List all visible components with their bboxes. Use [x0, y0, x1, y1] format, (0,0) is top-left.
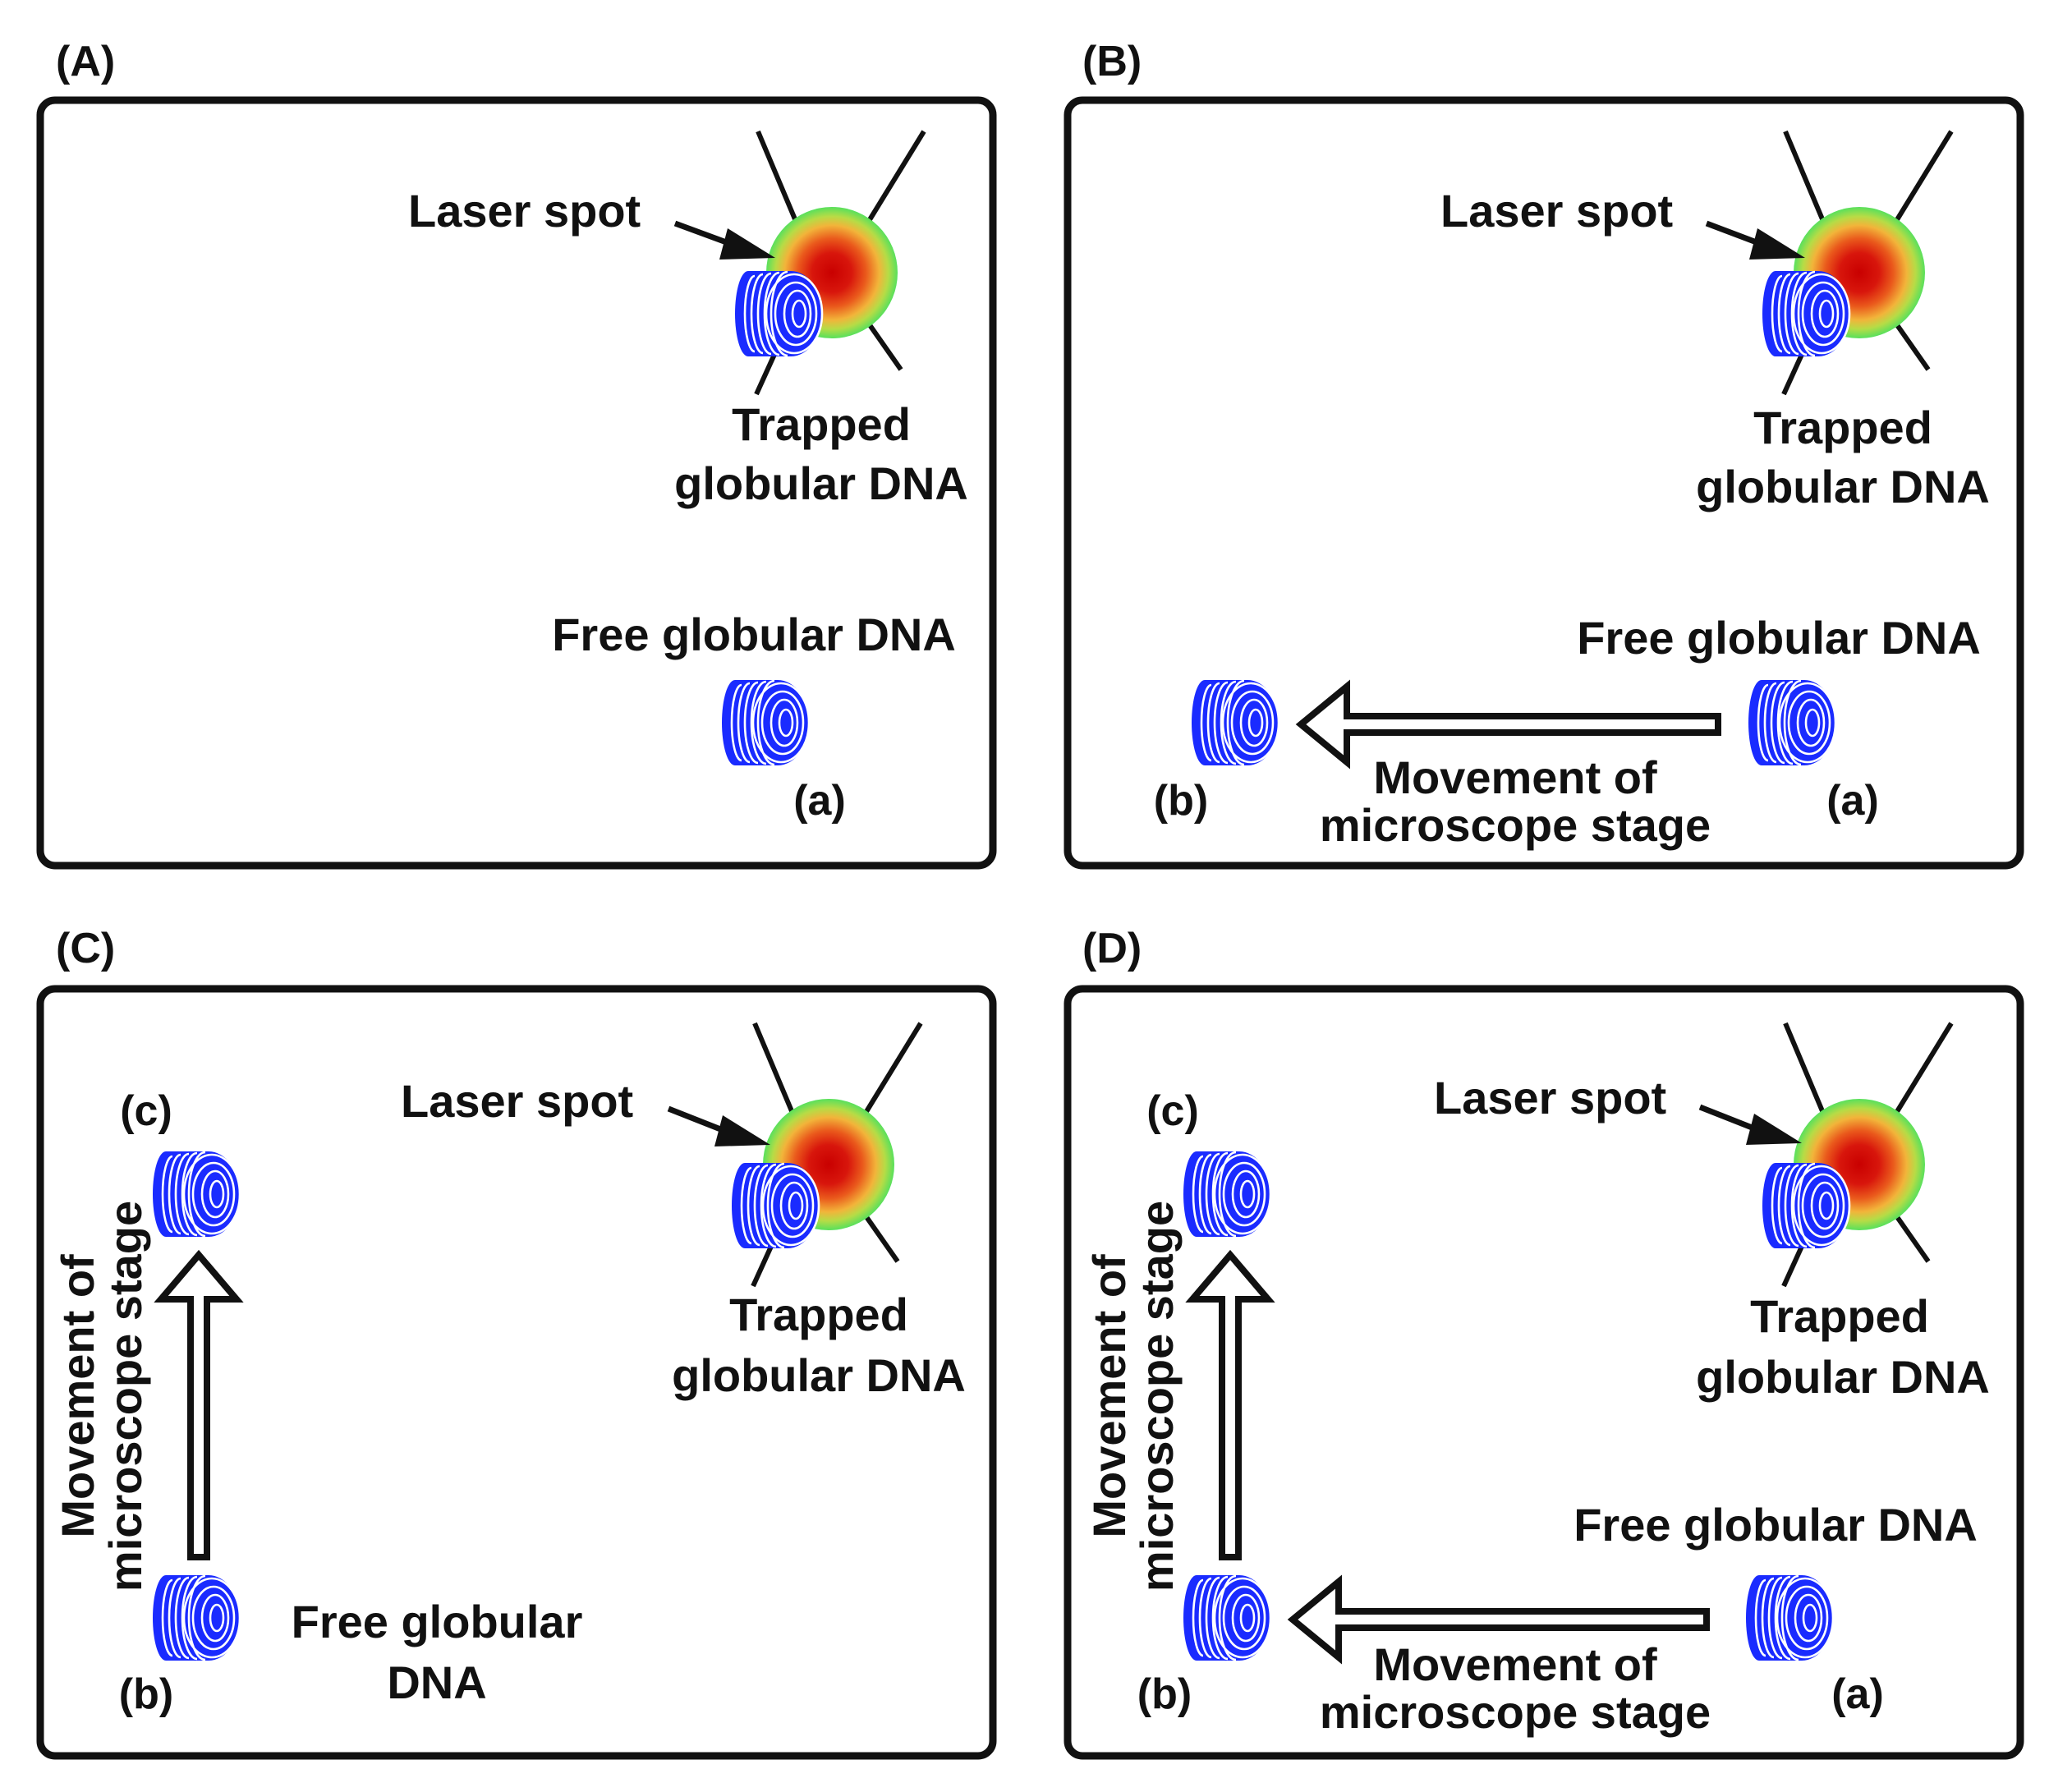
trapped-globular-dna-icon: [1762, 1023, 1951, 1286]
dna-at-position-b-icon: [1190, 678, 1280, 767]
free-dna-label-line2: DNA: [387, 1656, 486, 1708]
position-b-label: (b): [119, 1670, 173, 1718]
panel-a: (A) Laser spot Trapped globular DNA Free…: [36, 38, 997, 870]
stage-movement-arrow-icon: [1295, 679, 1721, 770]
laser-pointer-arrow: [1705, 220, 1805, 260]
position-b-label: (b): [1154, 777, 1208, 825]
trapped-label-line1: Trapped: [729, 1289, 908, 1340]
position-b-label: (b): [1137, 1670, 1192, 1718]
panel-b: (B) Laser spot Trapped globular DNA Free…: [1064, 38, 2024, 870]
panel-c: (C) Laser spot Trapped globular DNA (c) …: [36, 925, 997, 1760]
panel-border: [1064, 96, 2024, 870]
laser-spot-label: Laser spot: [1434, 1072, 1666, 1123]
position-a-label: (a): [1831, 1670, 1884, 1718]
dna-at-position-c-icon: [1182, 1150, 1272, 1238]
panel-border: [36, 985, 997, 1760]
panel-label: (A): [56, 38, 115, 85]
trapped-label-line2: globular DNA: [1696, 1351, 1990, 1403]
position-a-label: (a): [793, 777, 846, 825]
position-c-label: (c): [120, 1087, 172, 1135]
trapped-globular-dna-icon: [1762, 131, 1951, 394]
trapped-label-line1: Trapped: [732, 398, 911, 450]
free-dna-label: Free globular DNA: [1577, 612, 1981, 664]
dna-at-position-a-icon: [1747, 678, 1837, 767]
h-movement-label-line1: Movement of: [1373, 1638, 1657, 1690]
dna-at-position-b-icon: [151, 1574, 241, 1662]
dna-at-position-c-icon: [151, 1150, 241, 1238]
movement-label-line2: microscope stage: [1320, 799, 1711, 851]
vertical-stage-movement-arrow-icon: [1185, 1249, 1275, 1560]
laser-pointer-arrow: [673, 220, 775, 260]
v-movement-label-line2: microscope stage: [1131, 1201, 1183, 1592]
h-movement-label-line2: microscope stage: [1320, 1686, 1711, 1738]
laser-spot-label: Laser spot: [408, 185, 641, 237]
movement-label-line2: microscope stage: [99, 1201, 151, 1592]
trapped-label-line2: globular DNA: [674, 457, 968, 509]
panel-label: (B): [1082, 38, 1142, 85]
trapped-label-line1: Trapped: [1750, 1290, 1929, 1342]
laser-spot-label: Laser spot: [401, 1075, 633, 1127]
trapped-label-line2: globular DNA: [1696, 461, 1990, 512]
v-movement-label-line1: Movement of: [1083, 1254, 1135, 1538]
panel-label: (C): [56, 925, 115, 972]
dna-at-position-a-icon: [1744, 1574, 1835, 1662]
horizontal-stage-movement-arrow-icon: [1287, 1574, 1710, 1665]
panel-label: (D): [1082, 925, 1142, 972]
trapped-label-line1: Trapped: [1753, 402, 1932, 453]
free-dna-label-line1: Free globular: [292, 1596, 583, 1647]
laser-pointer-arrow: [667, 1105, 770, 1146]
laser-spot-label: Laser spot: [1440, 185, 1673, 237]
position-a-label: (a): [1826, 777, 1879, 825]
free-dna-label: Free globular DNA: [552, 609, 956, 660]
laser-pointer-arrow: [1698, 1104, 1802, 1145]
free-dna-icon: [720, 678, 811, 767]
position-c-label: (c): [1146, 1087, 1199, 1135]
stage-movement-arrow-icon: [154, 1249, 244, 1560]
free-dna-label: Free globular DNA: [1574, 1499, 1978, 1551]
dna-at-position-b-icon: [1182, 1574, 1272, 1662]
panel-border: [1064, 985, 2024, 1760]
trapped-globular-dna-icon: [735, 131, 924, 394]
trapped-globular-dna-icon: [732, 1023, 921, 1286]
panel-d: (D) Laser spot Trapped globular DNA (c) …: [1064, 925, 2024, 1760]
panel-border: [36, 96, 997, 870]
movement-label-line1: Movement of: [1373, 751, 1657, 803]
movement-label-line1: Movement of: [52, 1254, 103, 1538]
trapped-label-line2: globular DNA: [672, 1349, 966, 1401]
